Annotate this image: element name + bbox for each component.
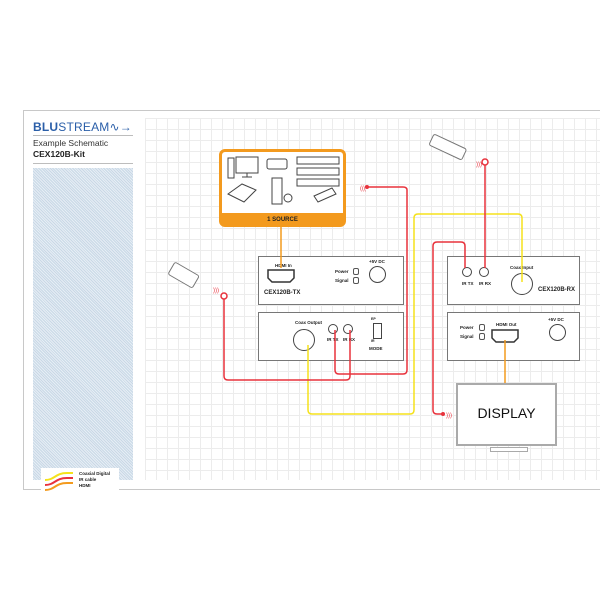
- source-device-icons: [227, 156, 340, 205]
- bluray-player-icon: [296, 156, 340, 165]
- divider: [33, 163, 133, 164]
- schematic-subtitle: Example Schematic: [33, 138, 109, 148]
- legend-label-coax: Coaxial Digital: [79, 471, 111, 476]
- divider: [33, 135, 133, 136]
- ir-emitter-node-display: [441, 412, 445, 416]
- xbox-console-icon: [271, 177, 283, 205]
- legend-coax-line: [44, 472, 73, 481]
- legend-swatches: [44, 472, 73, 491]
- receiver-top-panel: IR TX IR RX Coax Input CEX120B-RX: [447, 256, 580, 305]
- logo-bold-text: BLU: [33, 120, 59, 134]
- display-stand: [490, 447, 528, 452]
- tx-dc-label: +5V DC: [369, 259, 385, 264]
- ir-remote-to-tx: [223, 296, 351, 381]
- legend-label-hdmi: HDMI: [79, 483, 91, 488]
- pc-tower-icon: [227, 157, 235, 179]
- ir-signal-icon: ))): [446, 413, 452, 419]
- av-receiver-icon: [296, 178, 340, 187]
- tx-signal-label: Signal: [335, 278, 349, 283]
- wave-arrow-icon: ∿→: [109, 120, 132, 134]
- mode-bottom-label: IR: [371, 339, 375, 343]
- remote-control-right-icon: [429, 134, 467, 160]
- rx-dc-label: +5V DC: [548, 317, 564, 322]
- tx-ir-tx-port-icon[interactable]: [328, 324, 338, 334]
- ir-signal-icon: ))): [213, 288, 219, 294]
- receiver-bottom-panel: Power Signal HDMI Out +5V DC: [447, 312, 580, 361]
- blustream-logo: BLUSTREAM∿→: [33, 120, 132, 134]
- tx-model-name: CEX120B-TX: [264, 290, 301, 296]
- kit-model: CEX120B-Kit: [33, 149, 85, 159]
- transmitter-bottom-panel: Coax Output IR TX IR RX EP IR MODE: [258, 312, 404, 361]
- controller-icon: [283, 193, 293, 203]
- source-label-bar: [222, 213, 343, 224]
- rx-ir-rx-label: IR RX: [479, 281, 492, 286]
- coax-tx-to-rx: [307, 213, 523, 415]
- display-screen: DISPLAY: [456, 383, 557, 446]
- hdmi-in-port-icon[interactable]: [267, 269, 295, 283]
- ir-receiver-node-right: [481, 158, 489, 166]
- ir-signal-icon: (((: [360, 186, 366, 192]
- sidebar: BLUSTREAM∿→ Example Schematic CEX120B-Ki…: [33, 118, 133, 497]
- rx-dc-power-port-icon[interactable]: [549, 324, 566, 341]
- tx-ir-rx-label: IR RX: [343, 337, 356, 342]
- signal-led-icon: [353, 277, 359, 284]
- tx-coax-output-label: Coax Output: [295, 320, 322, 325]
- ir-rx-to-display: [432, 241, 466, 415]
- mode-top-label: EP: [371, 317, 376, 321]
- display-label: DISPLAY: [477, 405, 536, 421]
- tx-ir-tx-label: IR TX: [327, 337, 339, 342]
- remote-control-left-icon: [168, 262, 200, 288]
- coax-output-port-icon[interactable]: [293, 329, 315, 351]
- rx-power-label: Power: [460, 325, 474, 330]
- transmitter-top-panel: HDMI In CEX120B-TX Power Signal +5V DC: [258, 256, 404, 305]
- rx-ir-rx-port-icon[interactable]: [479, 267, 489, 277]
- hatched-panel: Coaxial Digital IR cable HDMI: [33, 168, 133, 497]
- hdmi-out-port-icon[interactable]: [491, 329, 519, 343]
- rx-ir-tx-label: IR TX: [462, 281, 474, 286]
- source-devices-box: 1 SOURCE: [219, 149, 346, 227]
- cctv-camera-icon: [313, 187, 337, 203]
- ir-emitter-node-tx: [365, 185, 369, 189]
- ir-tx-emitter: [334, 186, 408, 375]
- set-top-box-icon: [296, 167, 340, 176]
- games-console-icon: [227, 183, 257, 203]
- ir-receiver-node-left: [220, 292, 228, 300]
- rx-model-name: CEX120B-RX: [538, 287, 576, 293]
- legend-hdmi-line: [44, 482, 73, 491]
- mode-label: MODE: [369, 346, 383, 351]
- mode-switch[interactable]: [373, 323, 382, 339]
- cable-legend: Coaxial Digital IR cable HDMI: [41, 468, 119, 497]
- rx-power-led-icon: [479, 324, 485, 331]
- source-label: 1 SOURCE: [267, 217, 298, 223]
- legend-label-ir: IR cable: [79, 477, 97, 482]
- rx-hdmi-out-label: HDMI Out: [496, 322, 517, 327]
- dc-power-port-icon[interactable]: [369, 266, 386, 283]
- tx-ir-rx-port-icon[interactable]: [343, 324, 353, 334]
- ir-signal-icon: ))): [476, 162, 482, 168]
- legend-ir-line: [44, 477, 73, 486]
- apple-tv-icon: [266, 158, 288, 170]
- rx-signal-label: Signal: [460, 334, 474, 339]
- power-led-icon: [353, 268, 359, 275]
- tx-hdmi-in-label: HDMI In: [275, 263, 292, 268]
- rx-signal-led-icon: [479, 333, 485, 340]
- logo-light-text: STREAM: [58, 120, 110, 134]
- tx-power-label: Power: [335, 269, 349, 274]
- rx-ir-tx-port-icon[interactable]: [462, 267, 472, 277]
